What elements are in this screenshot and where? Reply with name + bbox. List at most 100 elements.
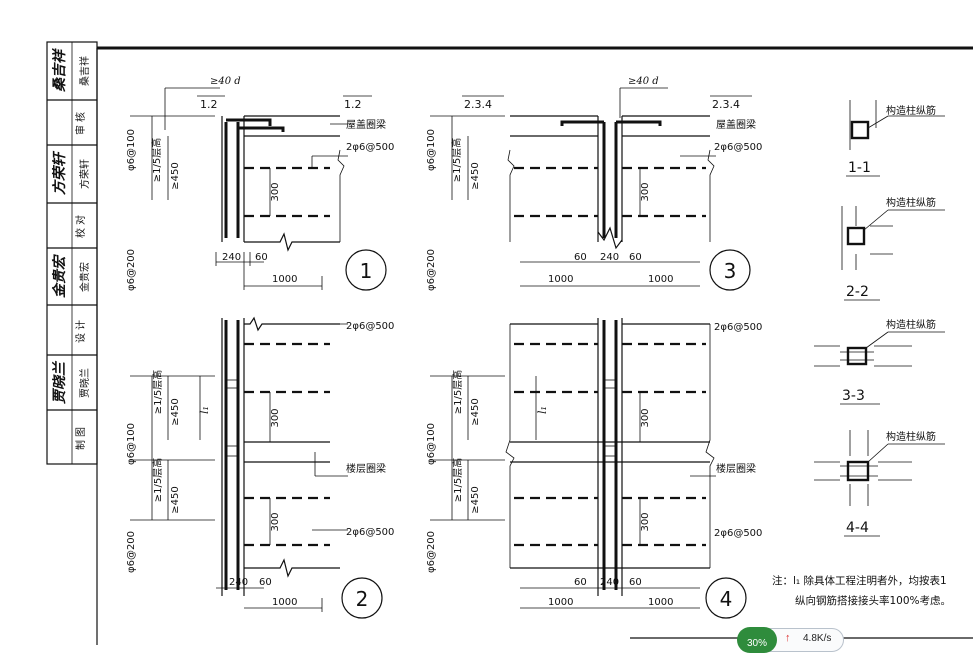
one-fifth-3: ≥1/5层高 (450, 138, 463, 182)
detail-circle-3 (709, 249, 751, 291)
signature-checker: 方荣轩 (51, 150, 68, 195)
dim-1000-4a: 1000 (548, 597, 573, 608)
detail-circle-2 (341, 577, 383, 619)
stirrup-dense-1: φ6@100 (126, 129, 137, 171)
signature-drafter: 贾晓兰 (51, 360, 68, 404)
speed-text: 4.8K/s (803, 633, 832, 644)
role-design: 设计 (74, 317, 87, 343)
section-label-3: 3-3 (842, 388, 865, 404)
dim-1000-4b: 1000 (648, 597, 673, 608)
dim-240-2: 240 (229, 577, 248, 588)
network-speed-badge[interactable]: 30% ↑ 4.8K/s (737, 627, 844, 653)
ref-1-left: 1.2 (200, 98, 218, 111)
stirrup-dense-2: φ6@100 (126, 423, 137, 465)
name-designer: 金贵宏 (78, 262, 91, 292)
signature-strip: 桑吉祥 桑吉祥 审核 方荣轩 方荣轩 校对 金贵宏 金贵宏 设计 贾晓兰 贾晓兰… (46, 41, 98, 465)
ge450-1: ≥450 (170, 162, 181, 189)
roof-beam-label-1: 屋盖圈梁 (346, 118, 386, 131)
role-draft: 制图 (74, 424, 87, 450)
name-reviewer: 桑吉祥 (78, 56, 91, 86)
stirrup-normal-1: φ6@200 (126, 249, 137, 291)
ref-3-left: 2.3.4 (464, 98, 492, 111)
section-3-3: 构造柱纵筋 3-3 (814, 318, 945, 405)
l1-2: l₁ (198, 406, 211, 414)
name-checker: 方荣轩 (78, 159, 91, 189)
detail-1: ≥40 d 1.2 1.2 屋盖圈梁 2φ6@500 300 φ6@100 ≥1… (126, 76, 394, 291)
dim-300-2a: 300 (270, 408, 281, 427)
detail-circle-4 (705, 577, 747, 619)
floor-beam-label-4: 楼层圈梁 (716, 462, 756, 475)
stirrup-normal-3: φ6@200 (426, 249, 437, 291)
role-review: 审核 (74, 109, 87, 135)
tie-bar-label-4b: 2φ6@500 (714, 528, 762, 539)
dim-240-3: 240 (600, 252, 619, 263)
one-fifth-1: ≥1/5层高 (150, 138, 163, 182)
signature-designer: 金贵宏 (51, 254, 68, 298)
detail-2: 2φ6@500 楼层圈梁 2φ6@500 300 300 ≥1/5层高 ≥450… (126, 316, 394, 619)
dim-300-3: 300 (640, 182, 651, 201)
detail-number-4: 4 (720, 587, 733, 611)
dim-60-4a: 60 (574, 577, 587, 588)
tie-bar-label-1: 2φ6@500 (346, 142, 394, 153)
dim-60-3a: 60 (574, 252, 587, 263)
label-40d-1: ≥40 d (210, 76, 241, 87)
dim-240-1: 240 (222, 252, 241, 263)
note-line-2: 纵向钢筋搭接接头率100%考虑。 (795, 594, 951, 607)
dim-60-3b: 60 (629, 252, 642, 263)
dim-300-4a: 300 (640, 408, 651, 427)
stirrup-normal-4: φ6@200 (426, 531, 437, 573)
ge450-2a: ≥450 (170, 398, 181, 425)
tie-bar-label-4a: 2φ6@500 (714, 322, 762, 333)
ge450-4b: ≥450 (470, 486, 481, 513)
one-fifth-4a: ≥1/5层高 (451, 370, 464, 414)
ref-3-right: 2.3.4 (712, 98, 740, 111)
col-longitudinal-3: 构造柱纵筋 (886, 318, 936, 331)
note-line-1: 注：l₁ 除具体工程注明者外，均按表1 (772, 574, 947, 587)
detail-number-3: 3 (724, 259, 737, 283)
dim-60-1: 60 (255, 252, 268, 263)
section-label-1: 1-1 (848, 160, 871, 176)
stirrup-normal-2: φ6@200 (126, 531, 137, 573)
role-check: 校对 (74, 212, 87, 238)
detail-4: 2φ6@500 楼层圈梁 2φ6@500 300 300 ≥1/5层高 ≥450… (426, 318, 762, 619)
tie-bar-label-2a: 2φ6@500 (346, 321, 394, 332)
one-fifth-4b: ≥1/5层高 (451, 458, 464, 502)
section-1-1: 构造柱纵筋 1-1 (846, 100, 945, 177)
detail-circle-1 (345, 249, 387, 291)
dim-300-1: 300 (270, 182, 281, 201)
col-longitudinal-1: 构造柱纵筋 (886, 104, 936, 117)
dim-1000-3a: 1000 (548, 274, 573, 285)
roof-beam-label-3: 屋盖圈梁 (716, 118, 756, 131)
tie-bar-label-3: 2φ6@500 (714, 142, 762, 153)
detail-number-2: 2 (356, 587, 369, 611)
ge450-2b: ≥450 (170, 486, 181, 513)
dim-60-2: 60 (259, 577, 272, 588)
name-drafter: 贾晓兰 (78, 368, 91, 398)
floor-beam-label-2: 楼层圈梁 (346, 462, 386, 475)
ge450-3: ≥450 (470, 162, 481, 189)
stirrup-dense-3: φ6@100 (426, 129, 437, 171)
section-4-4: 构造柱纵筋 4-4 (814, 430, 945, 537)
dim-300-4b: 300 (640, 512, 651, 531)
one-fifth-2b: ≥1/5层高 (151, 458, 164, 502)
dim-60-4b: 60 (629, 577, 642, 588)
section-2-2: 构造柱纵筋 2-2 (841, 196, 945, 301)
detail-number-1: 1 (360, 259, 373, 283)
col-longitudinal-2: 构造柱纵筋 (886, 196, 936, 209)
dim-1000-1: 1000 (272, 274, 297, 285)
stirrup-dense-4: φ6@100 (426, 423, 437, 465)
ge450-4a: ≥450 (470, 398, 481, 425)
section-label-2: 2-2 (846, 284, 869, 300)
dim-1000-2: 1000 (272, 597, 297, 608)
ref-1-right: 1.2 (344, 98, 362, 111)
dim-1000-3b: 1000 (648, 274, 673, 285)
signature-reviewer: 桑吉祥 (51, 48, 68, 92)
l1-4: l₁ (536, 406, 549, 414)
progress-percent: 30% (737, 627, 777, 653)
label-40d-3: ≥40 d (628, 76, 659, 87)
detail-3: 2.3.4 2.3.4 ≥40 d 屋盖圈梁 2φ6@500 300 φ6@10… (426, 76, 762, 291)
col-longitudinal-4: 构造柱纵筋 (886, 430, 936, 443)
dim-240-4: 240 (600, 577, 619, 588)
upload-arrow-icon: ↑ (785, 632, 791, 644)
